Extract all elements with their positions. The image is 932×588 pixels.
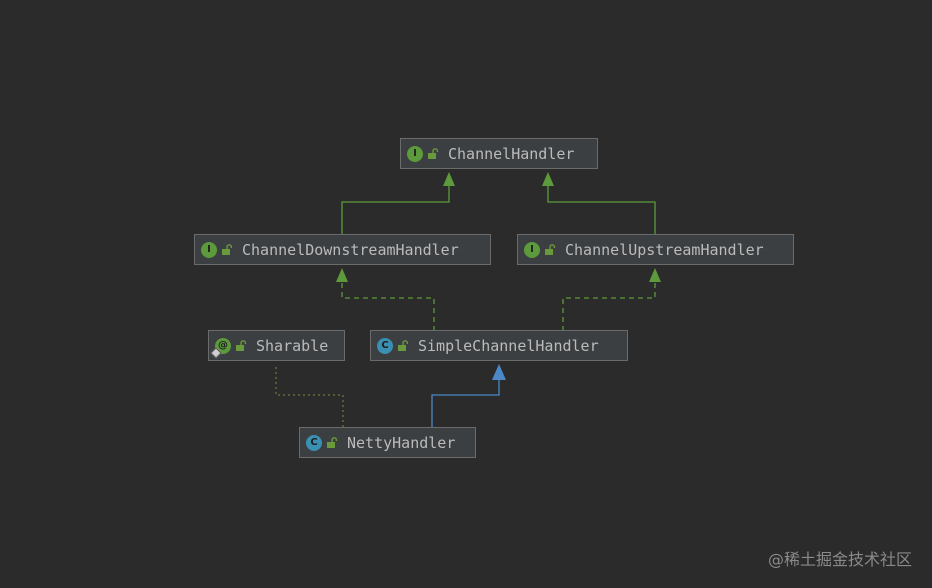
edge-simple-to-upstream — [562, 280, 656, 331]
interface-icon: I — [524, 241, 540, 258]
node-channel-downstream-handler[interactable]: I ChannelDownstreamHandler — [194, 234, 491, 265]
class-icon: C — [306, 434, 322, 451]
lock-open-icon — [327, 436, 338, 448]
lock-open-icon — [428, 147, 439, 159]
edge-downstream-to-channelhandler — [341, 184, 450, 235]
lock-open-icon — [236, 339, 247, 351]
interface-icon: I — [201, 241, 217, 258]
annotation-icon: @ — [210, 337, 231, 359]
watermark: @稀土掘金技术社区 — [767, 550, 912, 569]
node-label: SimpleChannelHandler — [418, 336, 599, 355]
edge-simple-to-downstream — [341, 280, 435, 331]
node-netty-handler[interactable]: C NettyHandler — [299, 427, 476, 458]
node-simple-channel-handler[interactable]: C SimpleChannelHandler — [370, 330, 628, 361]
node-label: ChannelDownstreamHandler — [242, 240, 459, 259]
arrowhead-channelhandler-right — [542, 172, 554, 186]
node-label: NettyHandler — [347, 433, 456, 452]
node-sharable[interactable]: @ Sharable — [208, 330, 345, 361]
arrowhead-channelhandler-left — [443, 172, 455, 186]
lock-open-icon — [398, 339, 409, 351]
lock-open-icon — [545, 243, 556, 255]
node-channel-handler[interactable]: I ChannelHandler — [400, 138, 598, 169]
annotation-letter: @ — [218, 340, 228, 351]
lock-open-icon — [222, 243, 233, 255]
class-icon: C — [377, 337, 393, 354]
edge-netty-to-simple — [431, 378, 500, 427]
arrowhead-upstream — [649, 268, 661, 282]
edge-upstream-to-channelhandler — [547, 184, 656, 235]
edge-netty-to-sharable — [275, 364, 344, 427]
node-label: Sharable — [256, 336, 329, 355]
node-label: ChannelUpstreamHandler — [565, 240, 764, 259]
arrowhead-downstream — [336, 268, 348, 282]
node-channel-upstream-handler[interactable]: I ChannelUpstreamHandler — [517, 234, 794, 265]
node-label: ChannelHandler — [448, 144, 575, 163]
interface-icon: I — [407, 145, 423, 162]
arrowhead-simple — [492, 364, 506, 380]
